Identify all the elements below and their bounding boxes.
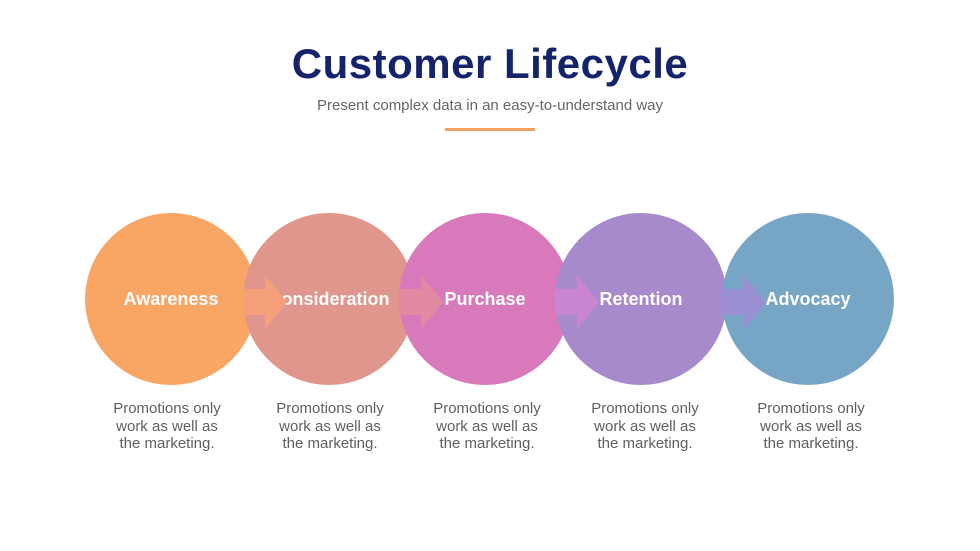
description-line: the marketing. bbox=[597, 435, 693, 452]
stage-label: Retention bbox=[599, 288, 683, 309]
stage-label: Advocacy bbox=[765, 288, 851, 309]
description-line: work as well as bbox=[760, 417, 862, 435]
description-line: Promotions only bbox=[113, 400, 221, 417]
arrow-right-icon bbox=[399, 275, 443, 329]
description-line: work as well as bbox=[594, 417, 696, 435]
stage-description: Promotions only work as well as the mark… bbox=[250, 400, 410, 453]
description-line: work as well as bbox=[279, 417, 381, 435]
stage-label: Consideration bbox=[268, 288, 390, 309]
title-accent-line bbox=[445, 128, 535, 131]
description-line: the marketing. bbox=[282, 435, 378, 452]
description-line: the marketing. bbox=[439, 435, 535, 452]
description-line: Promotions only bbox=[433, 400, 541, 417]
stage-awareness: Awareness bbox=[85, 213, 257, 385]
description-line: Promotions only bbox=[591, 400, 699, 417]
description-line: the marketing. bbox=[763, 435, 859, 452]
stage-description: Promotions only work as well as the mark… bbox=[731, 400, 891, 453]
description-line: Promotions only bbox=[276, 400, 384, 417]
arrow-right-icon bbox=[243, 275, 287, 329]
stage-description: Promotions only work as well as the mark… bbox=[565, 400, 725, 453]
description-line: work as well as bbox=[116, 417, 218, 435]
arrow-right-icon bbox=[722, 275, 766, 329]
stage-description: Promotions only work as well as the mark… bbox=[407, 400, 567, 453]
stage-label: Purchase bbox=[444, 288, 526, 309]
page-subtitle: Present complex data in an easy-to-under… bbox=[316, 97, 664, 114]
description-line: Promotions only bbox=[757, 400, 865, 417]
description-line: the marketing. bbox=[119, 435, 215, 452]
description-line: work as well as bbox=[436, 417, 538, 435]
arrow-right-icon bbox=[555, 275, 599, 329]
stage-label: Awareness bbox=[123, 288, 219, 309]
stage-description: Promotions only work as well as the mark… bbox=[87, 400, 247, 453]
page-title: Customer Lifecycle bbox=[291, 40, 689, 87]
